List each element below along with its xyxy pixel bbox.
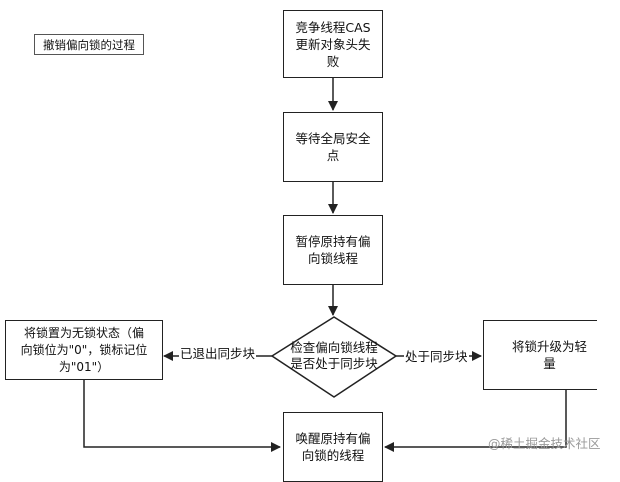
watermark-text: @稀土掘金技术社区 [488, 436, 601, 451]
diagram-title: 撤销偏向锁的过程 [34, 34, 144, 55]
edge-label-exited-sync: 已退出同步块 [179, 346, 257, 362]
edge-label-in-sync: 处于同步块 [404, 349, 469, 365]
node-pause-thread: 暂停原持有偏 向锁线程 [283, 215, 383, 285]
node-upgrade-light: 将锁升级为轻量 [483, 320, 597, 390]
edge-upgrade-to-wake [384, 390, 567, 452]
node-wait-safepoint: 等待全局安全 点 [283, 112, 383, 182]
node-wake-thread: 唤醒原持有偏 向锁的线程 [283, 412, 383, 482]
edge-unlocked-to-wake [83, 380, 281, 452]
node-set-unlocked: 将锁置为无锁状态（偏 向锁位为"0"，锁标记位 为"01"） [5, 320, 163, 380]
node-cas-fail: 竞争线程CAS 更新对象头失 败 [283, 10, 383, 78]
decision-diamond [270, 316, 398, 398]
node-check-sync: 检查偏向锁线程 是否处于同步块 [290, 340, 378, 371]
